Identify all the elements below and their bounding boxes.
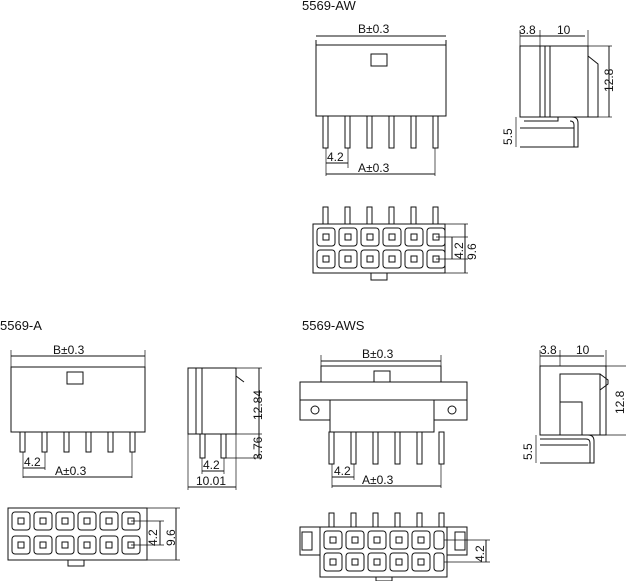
aws-bottom-view: 4.2	[299, 512, 490, 581]
a-a-dimension: A±0.3	[55, 464, 87, 478]
aw-d9_6-dimension: 9.6	[465, 243, 479, 260]
aw-d3_8-dimension: 3.8	[519, 23, 536, 37]
aw-side-view: 3.8 10 12.8 5.5	[501, 23, 616, 148]
aw-d12_8-dimension: 12.8	[602, 68, 616, 92]
a-front-view: B±0.3 4.2 A±0.3	[10, 343, 146, 478]
aw-label: 5569-AW	[302, 0, 356, 13]
aw-section: 5569-AW B±0.3 4.2 A±0.3	[302, 0, 616, 281]
aws-b-dimension: B±0.3	[362, 347, 394, 361]
a-d10_01-dimension: 10.01	[196, 474, 226, 488]
aws-front-view: B±0.3 4.2 A±0.3	[299, 347, 468, 488]
a-pitch-dimension: 4.2	[24, 455, 41, 469]
aws-pins	[328, 431, 445, 465]
aw-cavities-top	[316, 227, 446, 247]
aws-a-dimension: A±0.3	[362, 473, 394, 487]
a-b-dimension: B±0.3	[53, 343, 85, 357]
aws-d3_8-dimension: 3.8	[540, 343, 557, 357]
a-section: 5569-A B±0.3 4.2 A±0.3	[0, 318, 265, 567]
aws-section: 5569-AWS B±0.3	[299, 318, 626, 581]
aw-pins	[322, 115, 439, 149]
a-d3_76-dimension: 3.76	[251, 436, 265, 460]
aw-cavities-bottom	[316, 249, 446, 269]
a-side-view: 12.84 3.76 4.2 10.01	[187, 367, 265, 490]
a-label: 5569-A	[0, 318, 42, 333]
a-pins	[19, 431, 136, 453]
aws-bottom-pitch-dimension: 4.2	[473, 545, 487, 562]
a-d9_6-dimension: 9.6	[164, 529, 178, 546]
a-bottom-view: 4.2 9.6	[7, 507, 180, 567]
aw-d5_5-dimension: 5.5	[501, 128, 515, 145]
aws-pitch-dimension: 4.2	[334, 464, 351, 478]
aws-label: 5569-AWS	[302, 318, 365, 333]
aw-b-dimension: B±0.3	[358, 22, 390, 36]
aws-d5_5-dimension: 5.5	[521, 443, 535, 460]
aws-d12_8-dimension: 12.8	[613, 390, 626, 414]
a-cavities-bottom	[11, 535, 141, 555]
aw-bottom-view: 4.2 9.6	[312, 206, 479, 281]
aw-a-dimension: A±0.3	[358, 161, 390, 175]
aws-side-view: 3.8 10 12.8 5.5	[521, 343, 626, 464]
aw-pitch-dimension: 4.2	[327, 150, 344, 164]
aw-d10-dimension: 10	[557, 23, 571, 37]
aws-cavities-bottom	[323, 552, 445, 572]
a-d12_84-dimension: 12.84	[251, 390, 265, 420]
aws-d10-dimension: 10	[576, 343, 590, 357]
aw-front-view: B±0.3 4.2 A±0.3	[315, 22, 447, 176]
aw-bottom-pitch-dimension: 4.2	[452, 242, 466, 259]
a-side-pitch-dimension: 4.2	[203, 458, 220, 472]
a-bottom-pitch-dimension: 4.2	[146, 529, 160, 546]
